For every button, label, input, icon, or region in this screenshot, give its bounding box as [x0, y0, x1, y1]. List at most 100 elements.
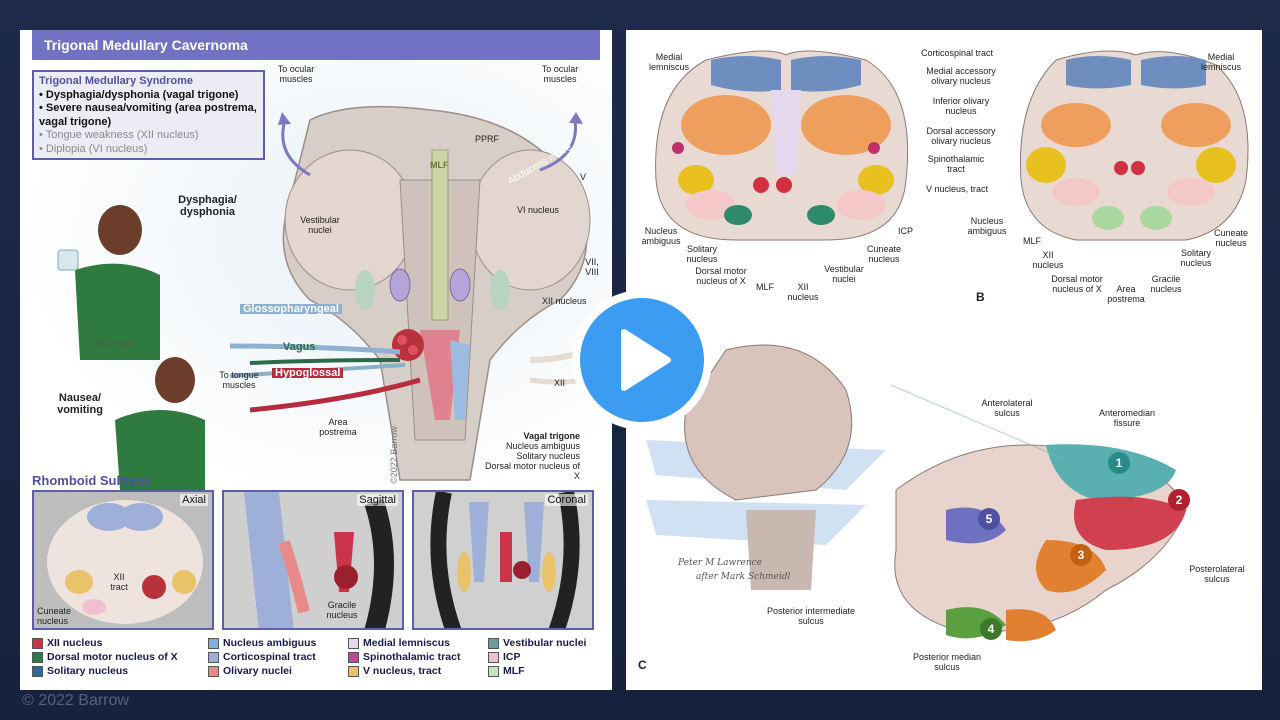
legend-swatch — [32, 665, 43, 677]
c-label-anteromedian: Anteromedian fissure — [1098, 408, 1156, 428]
syndrome-item-4: • Diplopia (VI nucleus) — [39, 142, 148, 155]
legend-swatch — [348, 651, 359, 663]
b-label-gracile: Gracile nucleus — [1150, 274, 1182, 294]
label-pprf: PPRF — [475, 134, 500, 144]
zone-2-badge: 2 — [1168, 489, 1190, 511]
b-label-medial-lemniscus-r: Medial lemniscus — [1200, 52, 1241, 72]
b-label-medial-acc: Medial accessory olivary nucleus — [926, 66, 996, 86]
b-label-spinothalamic: Spinothalamic tract — [927, 154, 985, 174]
syndrome-item-2: • Severe nausea/vomiting (area postrema,… — [39, 102, 257, 128]
b-label-dorsal-acc: Dorsal accessory olivary nucleus — [926, 126, 996, 146]
legend-item: V nucleus, tract — [348, 665, 441, 677]
label-to-tongue: To tongue muscles — [219, 370, 259, 390]
label-to-ocular-right: To ocular muscles — [541, 64, 579, 84]
b-label-cuneate-r: Cuneate nucleus — [1213, 228, 1249, 248]
c-label-posterolateral: Posterolateral sulcus — [1189, 564, 1245, 584]
brainstem-illustration — [20, 60, 612, 500]
label-solitary-nucleus: Solitary nucleus — [516, 451, 580, 461]
left-figure-panel: Trigonal Medullary Cavernoma — [20, 30, 612, 690]
label-to-ocular-left: To ocular muscles — [277, 64, 315, 84]
b-label-dorsal-motor-l: Dorsal motor nucleus of X — [695, 266, 747, 286]
label-xii: XII — [554, 378, 566, 388]
label-area-postrema: Area postrema — [319, 417, 357, 437]
b-label-nucleus-ambiguus-l: Nucleus ambiguus — [641, 226, 681, 246]
syndrome-box: Trigonal Medullary Syndrome • Dysphagia/… — [32, 70, 265, 160]
legend-swatch — [488, 651, 499, 663]
legend-swatch — [208, 651, 219, 663]
b-label-solitary-r: Solitary nucleus — [1180, 248, 1212, 268]
panel-b-letter: B — [976, 290, 985, 304]
label-gracile-thumb: Gracile nucleus — [326, 600, 358, 620]
legend-item: Dorsal motor nucleus of X — [32, 651, 178, 663]
legend-item: Olivary nuclei — [208, 665, 292, 677]
label-dysphagia: Dysphagia/ dysphonia — [178, 194, 237, 218]
b-label-mlf-r: MLF — [1023, 236, 1041, 246]
b-label-area-postrema: Area postrema — [1107, 284, 1145, 304]
label-glossopharyngeal: Glossopharyngeal — [240, 304, 342, 315]
legend-item: Nucleus ambiguus — [208, 637, 316, 649]
rhomboid-title: Rhomboid Subtype — [32, 473, 152, 488]
label-xii-tract: XII tract — [110, 572, 128, 592]
label-nausea: Nausea/ vomiting — [57, 392, 103, 416]
zone-4-badge: 4 — [980, 618, 1002, 640]
zone-3-badge: 3 — [1070, 544, 1092, 566]
label-v: V — [580, 172, 587, 182]
legend-swatch — [488, 637, 499, 649]
play-button[interactable] — [572, 290, 712, 430]
signature-schmeidl: after Mark Schmeidl — [696, 572, 791, 582]
play-icon — [621, 329, 671, 391]
label-vagal-trigone: Vagal trigone — [523, 431, 580, 441]
thumb-sagittal: Sagittal Gracile nucleus — [222, 490, 404, 630]
b-label-solitary-l: Solitary nucleus — [686, 244, 718, 264]
label-vagus: Vagus — [283, 341, 316, 353]
legend-item: Vestibular nuclei — [488, 637, 586, 649]
label-cuneate-thumb: Cuneate nucleus — [37, 606, 72, 626]
label-vi-nucleus: VI nucleus — [517, 205, 560, 215]
syndrome-item-1: • Dysphagia/dysphonia (vagal trigone) — [39, 88, 239, 101]
label-hypoglossal: Hypoglossal — [272, 368, 344, 379]
legend-item: Medial lemniscus — [348, 637, 450, 649]
legend-item: Solitary nucleus — [32, 665, 128, 677]
b-label-medial-lemniscus-l: Medial lemniscus — [648, 52, 689, 72]
legend-swatch — [208, 665, 219, 677]
label-xii-nucleus: XII nucleus — [542, 296, 587, 306]
figure-title: Trigonal Medullary Cavernoma — [32, 30, 600, 60]
b-label-cuneate-l: Cuneate nucleus — [866, 244, 902, 264]
legend-swatch — [32, 651, 43, 663]
legend-item: XII nucleus — [32, 637, 102, 649]
c-label-post-intermediate: Posterior intermediate sulcus — [766, 606, 856, 626]
legend-item: Corticospinal tract — [208, 651, 316, 663]
legend-swatch — [488, 665, 499, 677]
thumb-sagittal-title: Sagittal — [357, 494, 398, 506]
play-button-circle[interactable] — [580, 298, 704, 422]
label-mlf: MLF — [430, 160, 449, 170]
zone-5-badge: 5 — [978, 508, 1000, 530]
label-dorsal-motor: Dorsal motor nucleus of X — [484, 461, 580, 481]
legend-swatch — [348, 637, 359, 649]
signature-lawrence: Peter M Lawrence — [678, 558, 762, 568]
legend-item: ICP — [488, 651, 521, 663]
b-label-vestibular: Vestibular nuclei — [824, 264, 864, 284]
b-label-corticospinal: Corticospinal tract — [921, 48, 994, 58]
label-nucleus-ambiguus: Nucleus ambiguus — [505, 441, 580, 451]
thumb-axial-title: Axial — [180, 494, 208, 506]
zone-1-badge: 1 — [1108, 452, 1130, 474]
b-label-mlf-l: MLF — [756, 282, 774, 292]
label-vestibular: Vestibular nuclei — [300, 215, 340, 235]
legend-swatch — [208, 637, 219, 649]
label-copyright-main: ©2022 Barrow — [388, 426, 399, 484]
c-label-post-median: Posterior median sulcus — [912, 652, 982, 672]
syndrome-item-3: • Tongue weakness (XII nucleus) — [39, 129, 199, 141]
right-figure-panel: Medial lemniscus Corticospinal tract Med… — [626, 30, 1262, 690]
thumb-coronal: Coronal — [412, 490, 594, 630]
b-label-xii-l: XII nucleus — [787, 282, 819, 302]
c-label-anterolateral: Anterolateral sulcus — [981, 398, 1033, 418]
legend-item: MLF — [488, 665, 525, 677]
b-label-nucleus-ambiguus-r: Nucleus ambiguus — [967, 216, 1007, 236]
thumb-axial: Axial XII tract Cuneate nucleus — [32, 490, 214, 630]
b-label-dorsal-motor-r: Dorsal motor nucleus of X — [1051, 274, 1103, 294]
b-label-xii-r: XII nucleus — [1032, 250, 1064, 270]
watermark: © 2022 Barrow — [22, 692, 129, 709]
b-label-icp: ICP — [898, 226, 914, 236]
